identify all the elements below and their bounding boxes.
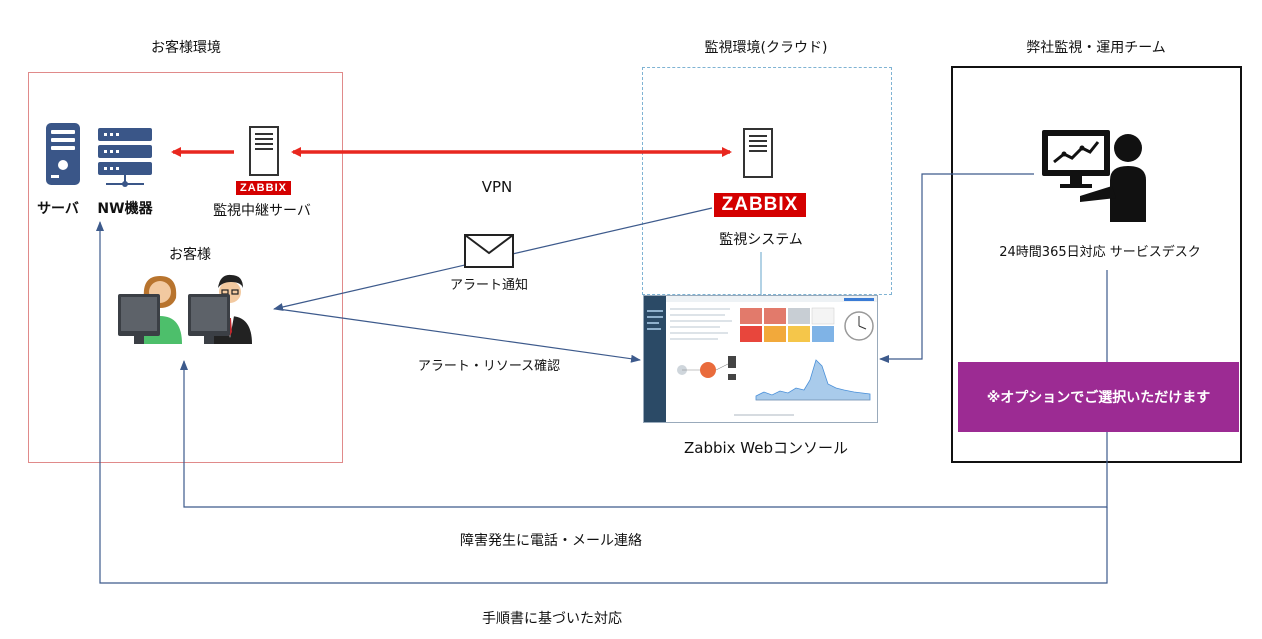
monitor-server-icon (743, 128, 773, 178)
option-note-box: ※オプションでご選択いただけます (958, 362, 1239, 432)
desk-to-console-line (879, 173, 1034, 363)
operations-team-box (951, 66, 1242, 463)
customer-env-title: お客様環境 (151, 40, 221, 56)
alert-resource-label: アラート・リソース確認 (417, 359, 561, 374)
customer-people-icon (118, 274, 252, 344)
nw-device-icon (98, 128, 152, 187)
team-title: 弊社監視・運用チーム (1026, 40, 1166, 56)
relay-server-label: 監視中継サーバ (213, 203, 311, 219)
alert-notify-label: アラート通知 (449, 278, 529, 293)
operator-monitor-icon (1042, 130, 1146, 222)
customer-label: お客様 (169, 247, 211, 263)
web-console-thumbnail (643, 295, 878, 423)
customer-environment-box (28, 72, 343, 463)
procedure-response-line (96, 221, 1108, 584)
relay-server-icon (249, 126, 279, 176)
envelope-icon (464, 234, 514, 268)
alert-resource-line (277, 308, 641, 363)
service-desk-label: 24時間365日対応 サービスデスク (999, 245, 1201, 260)
cloud-environment-box (642, 67, 892, 295)
monitor-zabbix-logo: ZABBIX (714, 193, 806, 217)
monitor-system-label: 監視システム (719, 232, 803, 248)
incident-contact-label: 障害発生に電話・メール連絡 (460, 533, 642, 549)
server-icon (46, 123, 80, 185)
cloud-env-title: 監視環境(クラウド) (704, 40, 828, 56)
relay-zabbix-logo: ZABBIX (236, 181, 291, 195)
server-label: サーバ (37, 201, 79, 217)
web-console-label: Zabbix Webコンソール (683, 439, 849, 457)
nw-device-label: NW機器 (97, 201, 153, 217)
procedure-response-label: 手順書に基づいた対応 (482, 611, 622, 627)
vpn-label: VPN (481, 178, 513, 196)
